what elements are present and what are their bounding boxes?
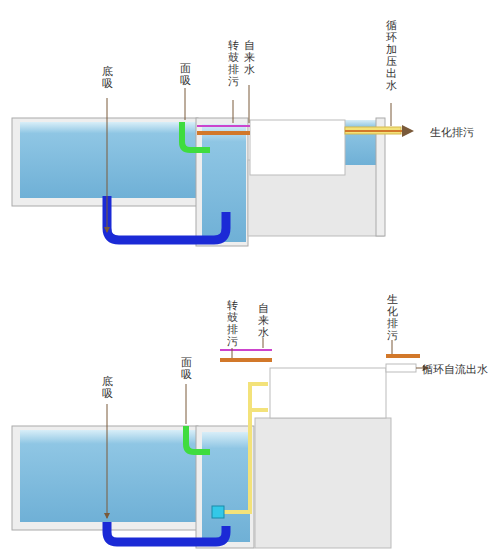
callout-label: 面吸 xyxy=(180,63,191,87)
callout-label: 底吸 xyxy=(102,376,113,400)
callout-label: 自来水 xyxy=(244,40,255,76)
callout-label: 转鼓排污 xyxy=(227,300,238,348)
callout-label: 循环自流出水 xyxy=(422,362,488,377)
callout-label: 生化排污 xyxy=(430,125,474,140)
callout-label: 底吸 xyxy=(102,66,113,90)
callout-label: 循环加压出水 xyxy=(386,20,397,93)
top-system xyxy=(12,85,412,246)
callout-label: 转鼓排污 xyxy=(228,40,239,88)
callout-label: 生化排污 xyxy=(387,294,398,342)
callout-label: 自来水 xyxy=(258,303,269,339)
callout-label: 面吸 xyxy=(181,357,192,381)
bottom-system xyxy=(12,338,428,548)
